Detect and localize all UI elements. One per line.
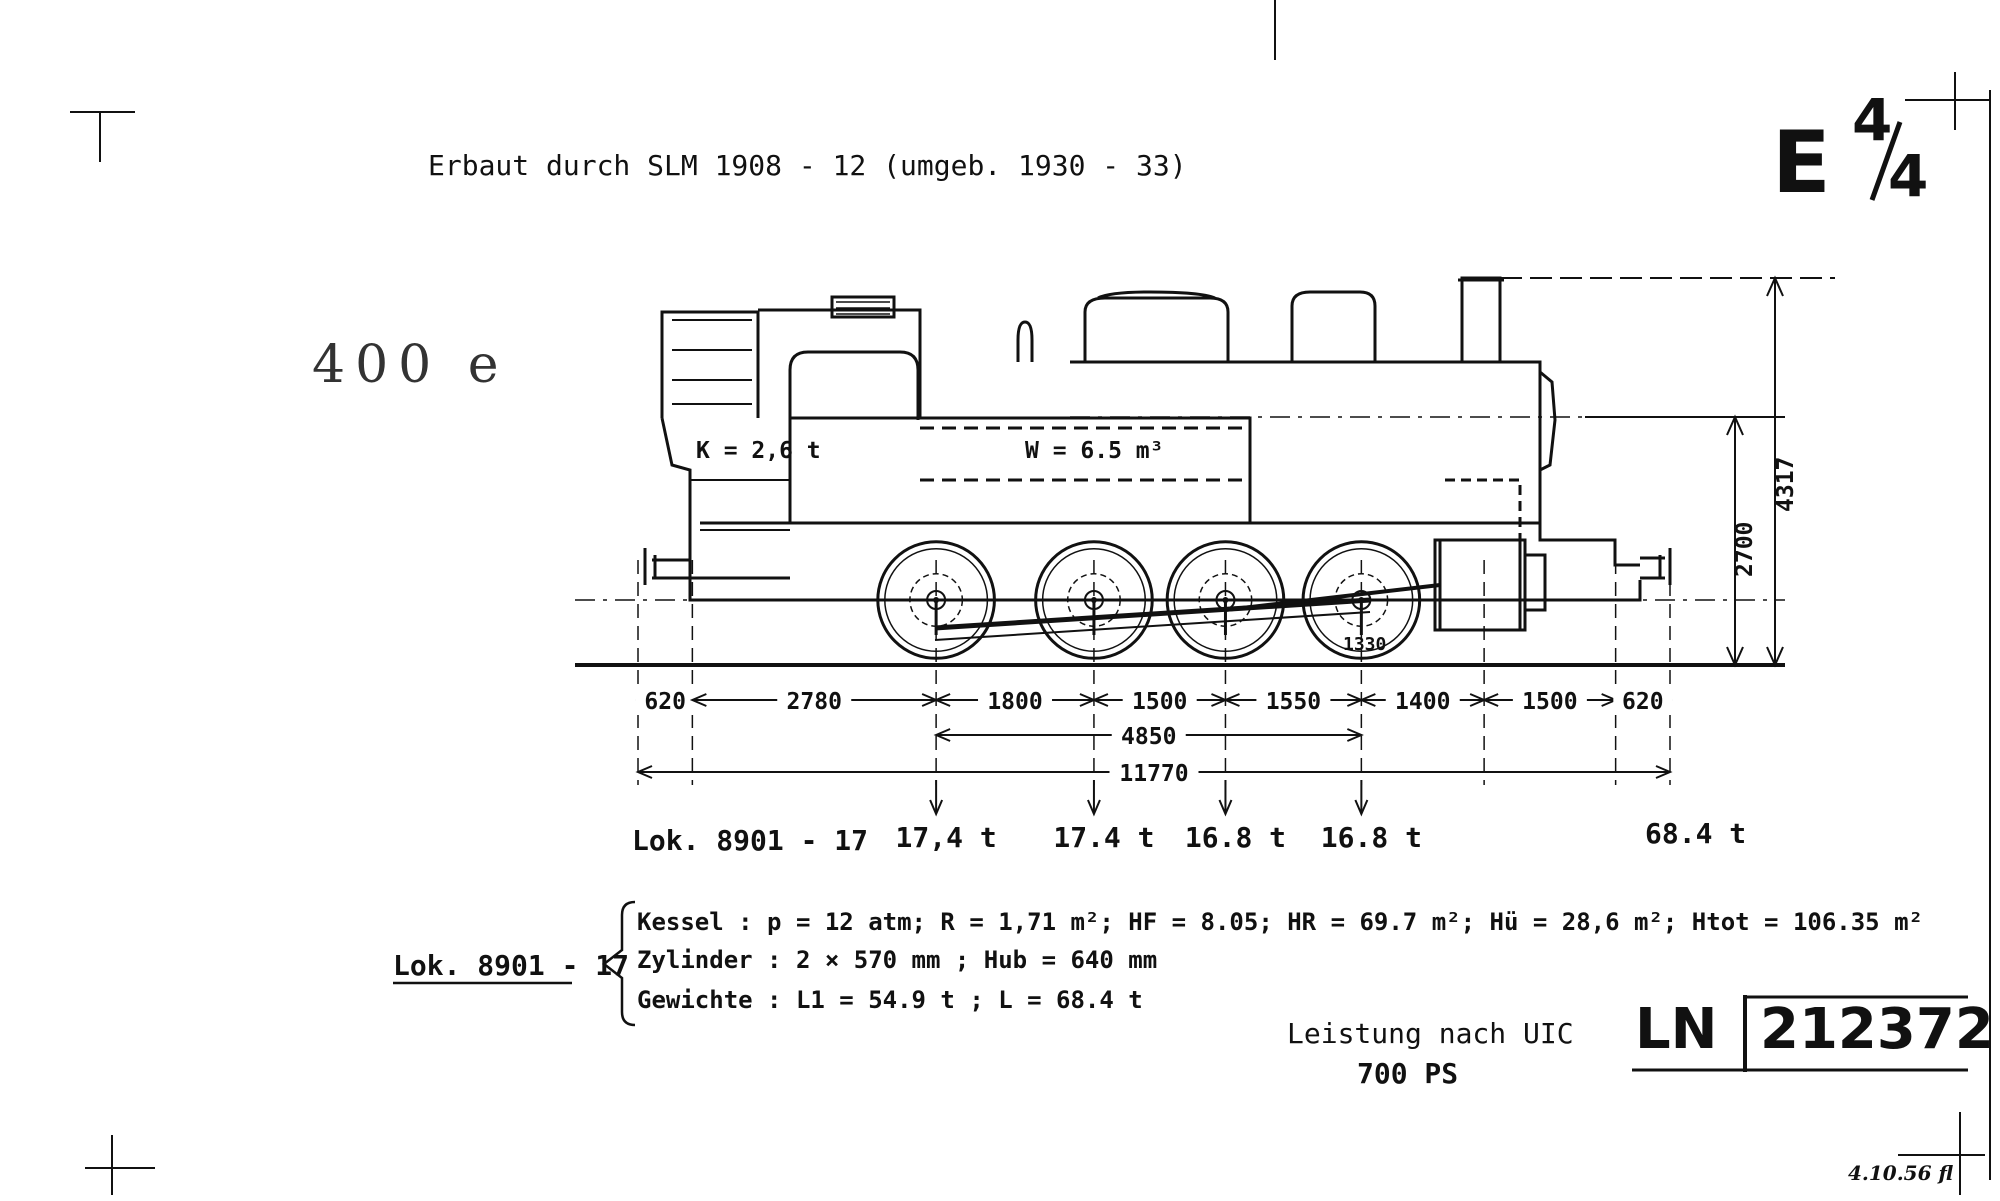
- coupling-rod: [934, 597, 1371, 631]
- axle-load: 16.8 t: [1185, 780, 1286, 854]
- specifications: Lok. 8901 - 17 Kessel : p = 12 atm; R = …: [393, 900, 1923, 1027]
- segment-dimension: 1500: [1091, 685, 1228, 715]
- axle-load-value: 17,4 t: [896, 821, 997, 854]
- overall-length-dimension: 11770: [635, 757, 1673, 787]
- whistle: [1016, 320, 1034, 362]
- wheelbase-dimension-label: 4850: [1121, 724, 1176, 750]
- axle-load-arrows: 17,4 t 17.4 t 16.8 t 16.8 t: [896, 780, 1422, 854]
- segment-dimension-label: 1800: [987, 689, 1042, 715]
- spec-line-cylinder: Zylinder : 2 × 570 mm ; Hub = 640 mm: [637, 946, 1157, 974]
- chimney: [1460, 276, 1502, 362]
- segment-dimension: 1400: [1358, 685, 1487, 715]
- drawing-number-box: LN 212372: [1632, 995, 1994, 1072]
- front-buffer: [1640, 548, 1672, 585]
- coal-bunker: [660, 417, 790, 580]
- segment-dimension-label: 1550: [1266, 689, 1321, 715]
- class-letter: E: [1772, 113, 1831, 213]
- sand-dome: [1290, 290, 1377, 362]
- built-by-text: Erbaut durch SLM 1908 - 12 (umgeb. 1930 …: [428, 149, 1187, 182]
- class-fraction-bar: [1869, 121, 1903, 201]
- segment-dimension-label: 1400: [1395, 689, 1450, 715]
- wheelbase-dimension: 4850: [933, 720, 1364, 750]
- signature-date: 4.10.56 fl: [1848, 1161, 1953, 1185]
- segment-dimension-label: 620: [644, 689, 686, 715]
- segment-dimension: 1550: [1222, 685, 1364, 715]
- locomotive-elevation: [575, 276, 1785, 667]
- axle-load-value: 17.4 t: [1053, 821, 1154, 854]
- rear-buffer: [643, 548, 690, 585]
- segment-dimension: 2780: [689, 685, 939, 715]
- wheel-diameter-label: 1330: [1343, 634, 1386, 655]
- segment-dimension-label: 1500: [1522, 689, 1577, 715]
- segment-dimension: 620: [1613, 685, 1673, 715]
- height-boiler-axis-label: 2700: [1732, 522, 1758, 577]
- segment-dimension: 1800: [933, 685, 1097, 715]
- segment-dimension-label: 2780: [787, 689, 842, 715]
- overall-length-dimension-label: 11770: [1119, 761, 1188, 787]
- power-value: 700 PS: [1357, 1057, 1458, 1090]
- registration-marks: [70, 0, 1991, 1195]
- segment-dimension: 1500: [1481, 685, 1619, 715]
- steam-dome: [1083, 296, 1230, 362]
- running-board: [700, 521, 1640, 567]
- spec-brace: [601, 900, 636, 1027]
- height-dimensions: [1500, 275, 1835, 668]
- axle-load-value: 16.8 t: [1321, 821, 1422, 854]
- axle-load-loco-label: Lok. 8901 - 17: [632, 824, 868, 857]
- coal-capacity-label: K = 2,6 t: [696, 438, 821, 464]
- axle-load-total: 68.4 t: [1645, 817, 1746, 850]
- height-total-label: 4317: [1773, 457, 1799, 512]
- axle-load: 16.8 t: [1321, 780, 1422, 854]
- power-label: Leistung nach UIC: [1287, 1017, 1574, 1050]
- axle-load-value: 16.8 t: [1185, 821, 1286, 854]
- connecting-rod: [1224, 583, 1441, 612]
- spec-loco-label: Lok. 8901 - 17: [393, 949, 629, 982]
- cab-outline: [660, 310, 760, 418]
- axle-load: 17,4 t: [896, 780, 997, 854]
- side-tank: [788, 416, 1252, 525]
- length-dimensions: 620 2780 1800 1500 1550 1400 1500 620 4850 11770: [635, 560, 1673, 787]
- segment-dimension-label: 1500: [1132, 689, 1187, 715]
- drawing-number-value: 212372: [1760, 997, 1994, 1062]
- extension-lines: [637, 560, 1671, 785]
- segment-dimension-label: 620: [1622, 689, 1664, 715]
- drawing-number-prefix: LN: [1635, 997, 1718, 1062]
- segment-dimension: 620: [635, 685, 695, 715]
- class-fraction-denominator: 4: [1888, 142, 1928, 210]
- cylinder: [1438, 538, 1527, 632]
- spec-line-weights: Gewichte : L1 = 54.9 t ; L = 68.4 t: [637, 986, 1143, 1014]
- axle-load: 17.4 t: [1053, 780, 1155, 854]
- frame: [688, 578, 1642, 602]
- class-designation: E 4 4: [1772, 86, 1928, 213]
- spec-line-boiler: Kessel : p = 12 atm; R = 1,71 m²; HF = 8…: [637, 908, 1923, 936]
- class-fraction-numerator: 4: [1852, 86, 1892, 154]
- water-capacity-label: W = 6.5 m³: [1025, 438, 1163, 464]
- handwritten-note: 400 e: [312, 335, 509, 395]
